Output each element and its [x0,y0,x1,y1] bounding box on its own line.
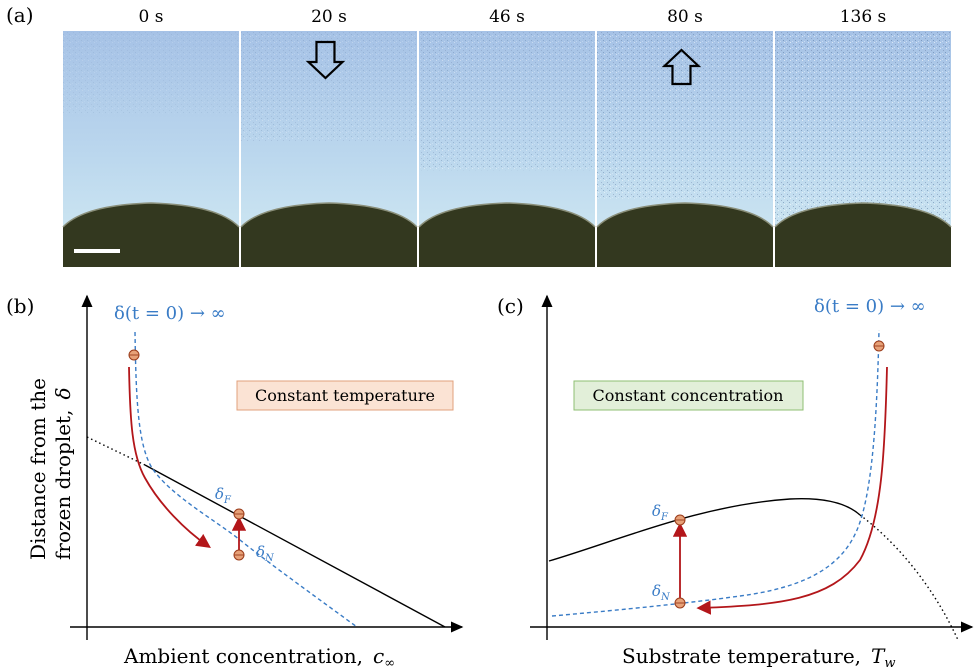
panel-c-x-label: Substrate temperature,Tw [622,644,896,668]
panel-b-marker-n [233,549,245,561]
y-axis-label-line1: Distance from the [26,378,50,560]
panel-c-black-curve [548,498,861,562]
panel-b-delta-f: δF [215,485,232,506]
panel-b-condition-box [236,380,454,411]
panel-c-marker-initial [873,340,885,352]
up-arrow-icon [661,48,702,86]
panel-b-delta-n: δN [256,543,275,564]
panel-b-condition-label: Constant temperature [255,386,435,405]
panel-c-top-annotation: δ(t = 0) → ∞ [814,296,926,317]
photo-frame: 136 s [774,7,952,267]
photo-frame: 0 s [62,7,240,267]
frozen-droplet [775,203,951,267]
frozen-droplet [241,203,417,267]
panel-c-delta-f: δF [652,502,669,523]
frame-time-label: 136 s [840,7,887,27]
panel-b-black-dotted-line [86,436,146,466]
panel-b-top-annotation: δ(t = 0) → ∞ [114,303,226,324]
panel-c-black-dotted-curve [859,514,959,641]
photo-frame: 80 s [596,7,774,267]
panel-c-label: (c) [497,294,524,318]
panel-b-marker-f [233,508,245,520]
panel-b-x-label: Ambient concentration,c∞ [123,644,395,668]
panel-b-marker-initial [128,349,140,361]
y-axis-label-line2: frozen droplet,δ [51,388,75,561]
panel-a-label: (a) [6,3,34,27]
down-arrow-icon [305,40,346,80]
panel-c-marker-n [674,597,686,609]
frame-time-label: 0 s [139,7,164,27]
panel-c-delta-n: δN [652,582,671,603]
frame-time-label: 80 s [667,7,703,27]
panel-b-blue-dashed-curve [134,331,358,628]
panel-b-red-path [128,366,211,549]
panel-c-blue-dashed-curve [551,329,880,617]
panel-c-condition-box [573,380,804,411]
photo-frame: 46 s [418,7,596,267]
panel-c-red-path [696,366,888,615]
panel-c-marker-f [674,514,686,526]
frame-time-label: 46 s [489,7,525,27]
panel-b-label: (b) [6,294,34,318]
frozen-droplet [419,203,595,267]
photo-frames: 0 s 20 s 46 s 80 s 136 s [62,7,952,267]
panel-c-condition-label: Constant concentration [593,386,784,405]
panel-b-black-line [144,464,446,628]
frozen-droplet [597,203,773,267]
photo-frame: 20 s [240,7,418,267]
frame-time-label: 20 s [311,7,347,27]
